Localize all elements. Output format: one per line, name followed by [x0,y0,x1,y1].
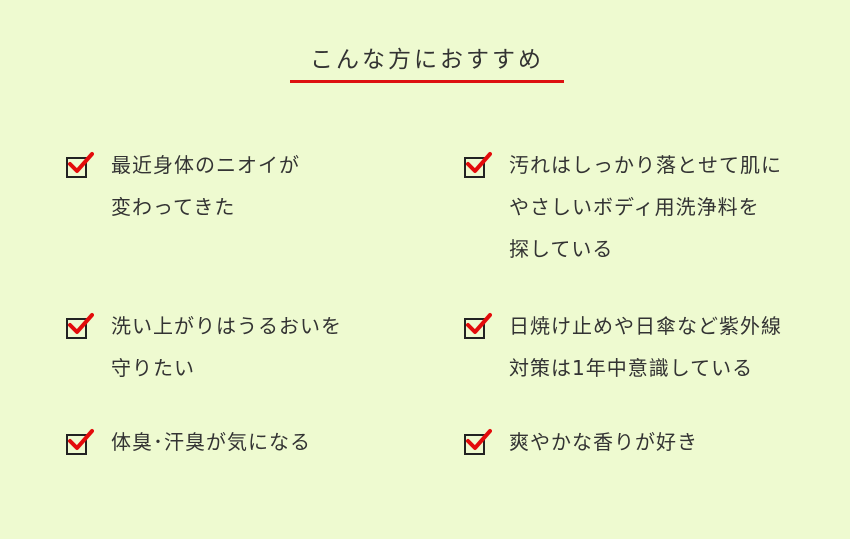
recommend-text: 最近身体のニオイが 変わってきた [111,153,300,219]
checkbox-checked-icon [464,429,492,456]
recommend-text: 日焼け止めや日傘など紫外線 対策は1年中意識している [509,314,782,380]
recommend-text: 爽やかな香りが好き [509,430,698,454]
section-header: こんな方におすすめ [290,44,564,83]
recommend-item-6: 爽やかな香りが好き [464,427,698,463]
checkbox-checked-icon [464,152,492,179]
checkbox-checked-icon [66,429,94,456]
recommend-text: 体臭･汗臭が気になる [111,430,311,454]
recommend-item-3: 洗い上がりはうるおいを 守りたい [66,311,342,389]
recommend-item-2: 汚れはしっかり落とせて肌に やさしいボディ用洗浄料を 探している [464,150,782,270]
recommend-text: 洗い上がりはうるおいを 守りたい [111,314,342,380]
title-underline [290,80,564,83]
recommend-item-4: 日焼け止めや日傘など紫外線 対策は1年中意識している [464,311,782,389]
recommend-item-5: 体臭･汗臭が気になる [66,427,311,463]
checkbox-checked-icon [464,313,492,340]
section-title: こんな方におすすめ [310,47,544,73]
recommend-text: 汚れはしっかり落とせて肌に やさしいボディ用洗浄料を 探している [509,153,782,261]
checkbox-checked-icon [66,313,94,340]
checkbox-checked-icon [66,152,94,179]
recommend-item-1: 最近身体のニオイが 変わってきた [66,150,300,228]
